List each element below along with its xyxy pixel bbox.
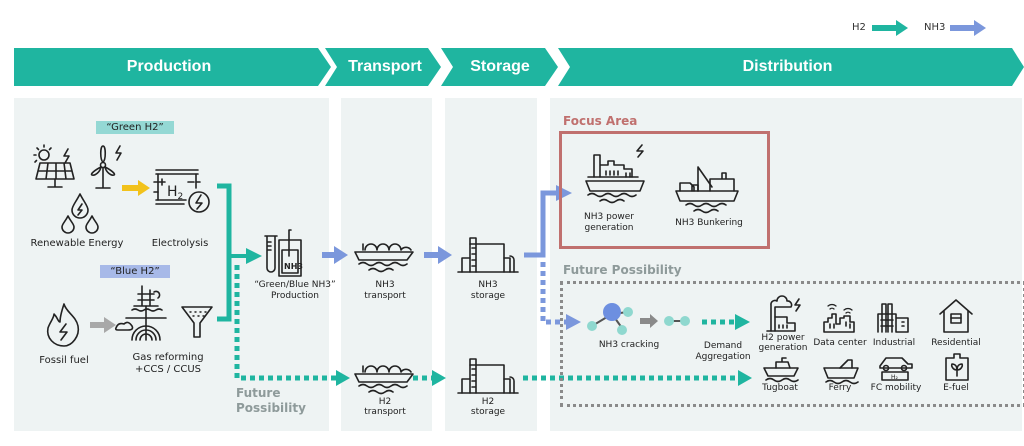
svg-text:H₂: H₂ (891, 374, 899, 381)
h2-storage-to-uses-arrowhead (738, 370, 752, 386)
ccs-filter-funnel-icon (181, 306, 213, 338)
nh3-storage-to-focus-line (524, 190, 556, 258)
renewable-arrow-icon (122, 180, 150, 196)
legend-nh3-arrow-icon (950, 20, 986, 36)
production-future-possibility-label: Future Possibility (236, 386, 306, 416)
data-center-icon (823, 303, 855, 333)
nh3-transport-label-1: NH3 (375, 280, 395, 290)
stage-storage-label: Storage (470, 58, 530, 75)
fossil-fuel-label: Fossil fuel (39, 355, 89, 366)
future-line-2: Possibility (236, 401, 306, 415)
h2-to-nh3-production-arrow (229, 248, 262, 264)
blue-h2-tag: “Blue H2” (100, 265, 170, 278)
nh3-storage-label-2: storage (470, 291, 506, 301)
future-h2-dotted-line (234, 265, 336, 381)
h2-storage-label-1: H2 (481, 397, 495, 407)
nh3-cracking-label: NH3 cracking (598, 340, 660, 350)
use-label-tugboat: Tugboat (762, 383, 798, 393)
h2-transport-ship-icon (354, 365, 414, 395)
use-label-ferry: Ferry (828, 383, 852, 393)
demand-aggregation-arrowhead (735, 314, 750, 330)
use-label-residential: Residential (931, 338, 981, 348)
use-label-e-fuel: E-fuel (943, 383, 969, 393)
nh3-production-label-2: Production (271, 291, 319, 301)
demand-aggregation-label-1: Demand (703, 341, 743, 351)
h2-transport-label-1: H2 (378, 397, 392, 407)
solar-panel-icon (33, 144, 75, 188)
gas-reforming-label-2: +CCS / CCUS (134, 364, 202, 375)
nh3-to-cracking-dotted (540, 262, 566, 325)
production-panel (14, 98, 329, 431)
legend-h2-arrow-icon (872, 20, 908, 36)
nh3-power-generation-ship-icon (585, 144, 645, 204)
electrolysis-label: Electrolysis (151, 238, 209, 249)
residential-house-icon (939, 299, 973, 333)
storage-panel (445, 98, 537, 431)
fossil-fuel-flame-icon (46, 303, 80, 347)
nh3-production-label-1: “Green/Blue NH3” (254, 280, 336, 290)
future-line-1: Future (236, 386, 281, 400)
focus-item-label-2: generation (584, 223, 634, 233)
nh3-transport-ship-icon (354, 243, 414, 273)
focus-area-box (559, 131, 770, 249)
hydro-drops-icon (61, 193, 99, 234)
h2-storage-tank-icon (457, 358, 519, 394)
h2-transport-to-storage-arrowhead (432, 370, 446, 386)
nh3-production-lab-icon: NH3 (264, 229, 303, 277)
wind-turbine-icon (90, 145, 122, 189)
nh3-production-to-transport-arrow (322, 246, 348, 264)
nh3-badge: NH3 (284, 262, 303, 271)
nh3-bunkering-ship-icon (675, 166, 739, 214)
legend-h2-label: H2 (852, 22, 866, 33)
stage-storage-chevron (441, 48, 558, 86)
fossil-arrow-icon (90, 317, 116, 333)
stage-production-chevron (14, 48, 331, 86)
gas-reforming-label-1: Gas reforming (132, 352, 204, 363)
use-label-fc-mobility: FC mobility (870, 383, 922, 393)
e-fuel-can-icon (945, 353, 969, 381)
use-label-industrial: Industrial (872, 338, 916, 348)
nh3-transport-to-storage-arrow (424, 246, 452, 264)
nh3-transport-label-2: transport (364, 291, 406, 301)
stage-production-label: Production (126, 58, 212, 75)
use-label-h2-power-1: H2 power (761, 333, 805, 343)
focus-item-label-1: NH3 power (584, 212, 634, 222)
focus-area-title: Focus Area (563, 114, 638, 128)
stage-distribution-label: Distribution (742, 58, 833, 75)
h2-molecule-icon (664, 316, 690, 326)
future-h2-to-h2-transport-arrowhead (336, 370, 350, 386)
cracking-gray-arrow (640, 314, 658, 328)
stage-transport-label: Transport (348, 58, 422, 75)
gas-reforming-rig-icon (114, 285, 167, 341)
nh3-storage-label-1: NH3 (478, 280, 498, 290)
ferry-icon (823, 359, 859, 385)
renewable-energy-label: Renewable Energy (30, 238, 124, 249)
green-h2-tag: “Green H2” (96, 121, 174, 134)
fc-mobility-car-icon: H₂ (879, 357, 913, 381)
electrolysis-icon: H2 (153, 169, 210, 213)
h2-power-generation-icon (766, 295, 801, 332)
h2-transport-label-2: transport (364, 407, 406, 417)
distribution-future-possibility-title: Future Possibility (563, 263, 682, 277)
tugboat-icon (763, 357, 799, 383)
stage-distribution-chevron (558, 48, 1024, 86)
use-label-h2-power-2: generation (758, 343, 808, 353)
industrial-icon (877, 303, 909, 333)
h2-merge-bracket (217, 183, 232, 322)
stage-banner (14, 48, 1024, 86)
focus-item-label-bunkering: NH3 Bunkering (675, 218, 743, 228)
h2-storage-label-2: storage (470, 407, 506, 417)
nh3-storage-tank-icon (457, 237, 519, 273)
nh3-cracking-molecule-icon (587, 303, 633, 335)
legend-nh3-label: NH3 (924, 22, 946, 33)
nh3-to-cracking-arrowhead (566, 314, 581, 330)
use-label-data-center: Data center (813, 338, 867, 348)
demand-aggregation-label-2: Aggregation (695, 352, 751, 362)
stage-transport-chevron (325, 48, 441, 86)
